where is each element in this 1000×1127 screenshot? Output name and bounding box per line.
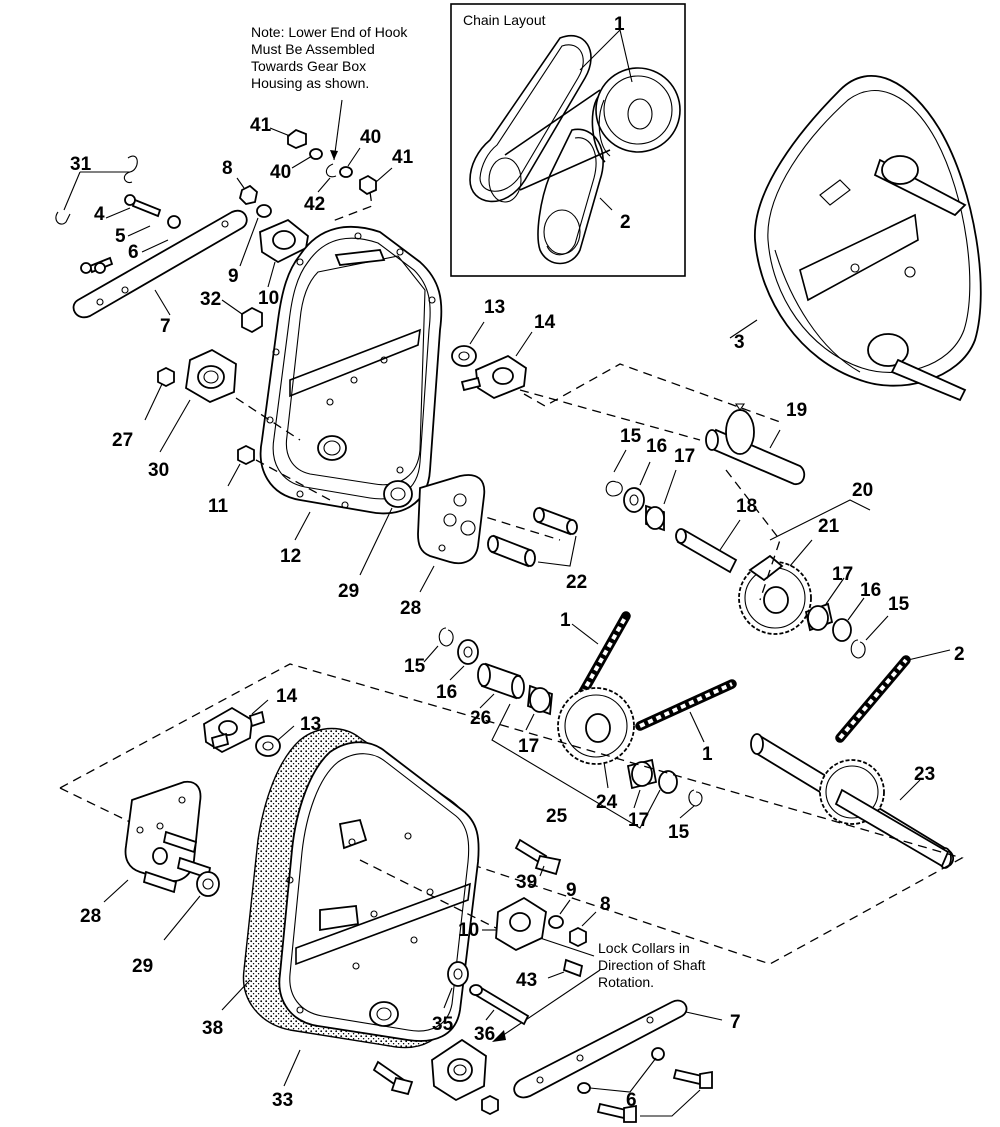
lower-housing: 33 38 — [202, 727, 521, 1111]
callout-38: 38 — [202, 1018, 223, 1039]
callout-31: 31 — [70, 154, 92, 175]
callout-33: 33 — [272, 1090, 293, 1111]
callout-24: 24 — [596, 792, 618, 813]
callout-40-left: 40 — [270, 162, 291, 183]
callout-21: 21 — [818, 516, 840, 537]
callout-36: 36 — [474, 1024, 495, 1045]
callout-20: 20 — [852, 480, 873, 501]
callout-10-upper: 10 — [258, 288, 279, 309]
callout-27: 27 — [112, 430, 133, 451]
inset-frame — [450, 3, 686, 277]
callout-17-upper: 17 — [674, 446, 695, 467]
upper-shaft-assembly: 19 15 16 17 18 21 20 17 16 — [605, 400, 910, 659]
callout-14-upper: 14 — [534, 312, 556, 333]
callout-25: 25 — [546, 806, 568, 827]
callout-19: 19 — [786, 400, 807, 421]
callout-1-upper-chain: 1 — [560, 610, 571, 631]
middle-plate-and-bushings: 29 28 22 — [338, 474, 587, 619]
callout-12: 12 — [280, 546, 301, 567]
callout-16-right: 16 — [860, 580, 881, 601]
gearbox-assembled: 3 — [729, 75, 982, 402]
callout-8-lower: 8 — [600, 894, 611, 915]
callout-42: 42 — [304, 194, 325, 215]
callout-10-lower: 10 — [458, 920, 479, 941]
callout-17-left: 17 — [518, 736, 539, 757]
callout-35: 35 — [432, 1014, 454, 1035]
callout-14-lower: 14 — [276, 686, 298, 707]
callout-23: 23 — [914, 764, 935, 785]
callout-13-upper: 13 — [484, 297, 505, 318]
callout-7-lower: 7 — [730, 1012, 741, 1033]
callout-8-upper: 8 — [222, 158, 233, 179]
lower-right-hardware: 39 10 9 8 43 35 36 — [431, 838, 611, 1116]
lock-collar-note: Lock Collars in Direction of Shaft Rotat… — [598, 940, 706, 990]
callout-9-lower: 9 — [566, 880, 577, 901]
chains-and-drive: 1 1 2 24 23 15 16 — [404, 610, 965, 869]
chain-layout-title: Chain Layout — [463, 12, 546, 28]
callout-26: 26 — [470, 708, 491, 729]
callout-2-chain: 2 — [954, 644, 965, 665]
callout-41-left: 41 — [250, 115, 272, 136]
callout-28-upper: 28 — [400, 598, 421, 619]
callout-18: 18 — [736, 496, 757, 517]
callout-17-right: 17 — [832, 564, 853, 585]
callout-15-lower: 15 — [668, 822, 690, 843]
callout-6-upper: 6 — [128, 242, 139, 263]
callout-1-lower-chain: 1 — [702, 744, 713, 765]
callout-7-upper: 7 — [160, 316, 171, 337]
callout-15-left: 15 — [404, 656, 426, 677]
callout-17-lower: 17 — [628, 810, 649, 831]
hook-assembly-note: Note: Lower End of Hook Must Be Assemble… — [251, 24, 408, 91]
callout-41-right: 41 — [392, 147, 414, 168]
callout-32: 32 — [200, 289, 221, 310]
callout-29-lower: 29 — [132, 956, 153, 977]
callout-39: 39 — [516, 872, 537, 893]
callout-1-inset: 1 — [614, 14, 625, 35]
callout-4: 4 — [94, 204, 105, 225]
upper-bearing-flange: 13 14 — [451, 297, 781, 441]
callout-15-right: 15 — [888, 594, 910, 615]
callout-3: 3 — [734, 332, 745, 353]
callout-9-upper: 9 — [228, 266, 239, 287]
callout-11: 11 — [208, 496, 229, 517]
lower-left-parts: 14 13 28 29 — [80, 686, 321, 977]
lower-bar-and-bolts: 7 6 — [513, 999, 741, 1123]
upper-housing: 12 32 27 30 11 — [112, 225, 561, 567]
callout-2-inset: 2 — [620, 212, 631, 233]
callout-30: 30 — [148, 460, 169, 481]
callout-6-lower: 6 — [626, 1090, 637, 1111]
callout-22: 22 — [566, 572, 587, 593]
upper-left-hardware: 31 4 5 6 7 8 9 10 — [55, 99, 414, 337]
callout-40-right: 40 — [360, 127, 381, 148]
callout-28-lower: 28 — [80, 906, 101, 927]
callout-16-left: 16 — [436, 682, 457, 703]
callout-29-upper: 29 — [338, 581, 359, 602]
dashed-reference-outline — [59, 663, 964, 965]
callout-43: 43 — [516, 970, 537, 991]
callout-15-upper: 15 — [620, 426, 642, 447]
callout-16-upper: 16 — [646, 436, 667, 457]
callout-13-lower: 13 — [300, 714, 321, 735]
chain-layout-inset: 1 2 — [450, 3, 686, 277]
callout-5: 5 — [115, 226, 126, 247]
